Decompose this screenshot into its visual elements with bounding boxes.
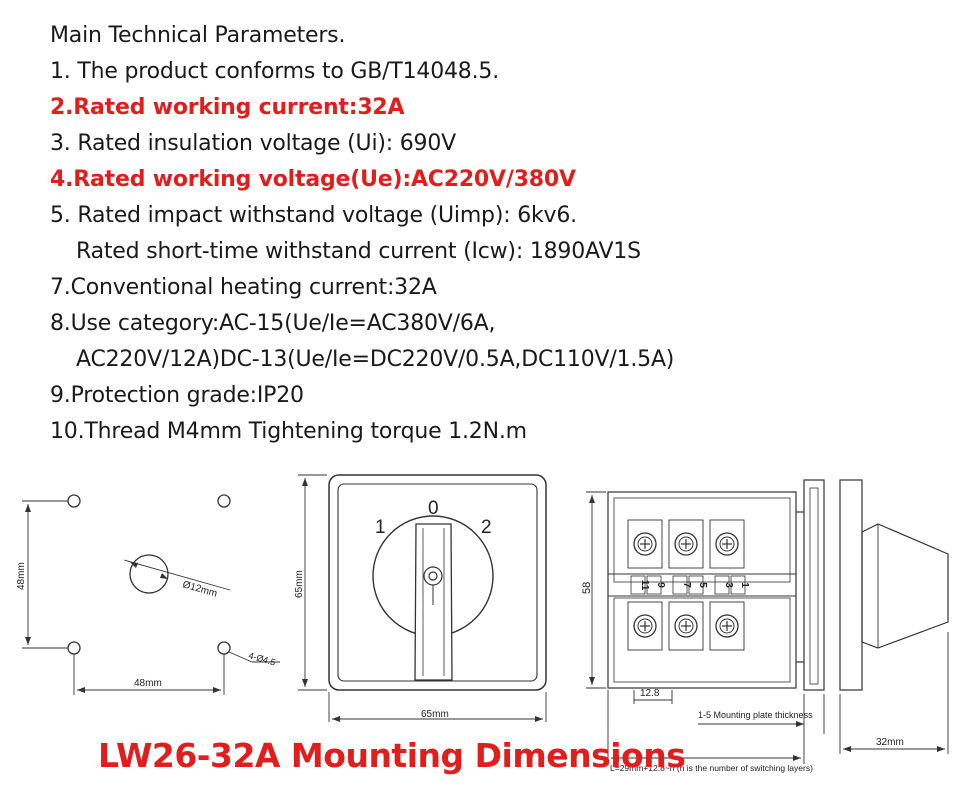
terminal-number-box bbox=[646, 575, 662, 595]
position-2: 2 bbox=[481, 517, 492, 538]
terminal-number: 1 bbox=[739, 582, 750, 588]
position-1: 1 bbox=[375, 517, 386, 538]
width-dimension-label: 65mm bbox=[421, 709, 449, 720]
param-line: 2.Rated working current:32A bbox=[50, 95, 405, 120]
terminal-screw bbox=[668, 519, 704, 569]
terminal-screw bbox=[668, 601, 704, 651]
param-line: AC220V/12A)DC-13(Ue/Ie=DC220V/0.5A,DC110… bbox=[76, 347, 675, 372]
terminal-screws bbox=[627, 519, 745, 651]
terminal-number-box bbox=[672, 575, 688, 595]
handle-side bbox=[861, 523, 949, 649]
terminal-number-box bbox=[714, 575, 730, 595]
hole-bottom-right bbox=[217, 641, 231, 655]
terminal-screw bbox=[627, 519, 663, 569]
param-line: 1. The product conforms to GB/T14048.5. bbox=[50, 59, 499, 84]
param-list: 1. The product conforms to GB/T14048.5. 2… bbox=[50, 54, 930, 450]
knob-center-outer bbox=[423, 566, 443, 586]
param-line: 5. Rated impact withstand voltage (Uimp)… bbox=[50, 203, 577, 228]
param-line: Rated short-time withstand current (Icw)… bbox=[76, 239, 641, 264]
param-line: 10.Thread M4mm Tightening torque 1.2N.m bbox=[50, 419, 527, 444]
technical-parameters: Main Technical Parameters. 1. The produc… bbox=[50, 18, 930, 450]
param-line: 7.Conventional heating current:32A bbox=[50, 275, 437, 300]
terminal-number-box bbox=[730, 575, 746, 595]
params-heading: Main Technical Parameters. bbox=[50, 23, 346, 48]
terminal-number-box bbox=[688, 575, 704, 595]
terminal-number-box bbox=[630, 575, 646, 595]
hole-top-right bbox=[217, 494, 231, 508]
length-formula: L=29mm+12.8~n (n is the number of switch… bbox=[610, 763, 813, 773]
terminal-number: 5 bbox=[697, 582, 708, 588]
param-line: 9.Protection grade:IP20 bbox=[50, 383, 304, 408]
front-view-drawing: 0 1 2 65mm 65mm bbox=[294, 474, 547, 722]
pitch-dimension-label: 12.8 bbox=[640, 688, 660, 699]
depth-dimension-label: 32mm bbox=[876, 737, 904, 748]
terminal-number: 9 bbox=[655, 582, 666, 588]
terminal-number: 7 bbox=[681, 582, 692, 588]
mounting-plate bbox=[803, 479, 825, 691]
terminal-screw bbox=[627, 601, 663, 651]
terminal-number: 11 bbox=[639, 580, 650, 591]
height-dimension-label: 65mm bbox=[294, 570, 305, 598]
mounting-hole-drawing: 48mm 48mm Ø12mm 4-Ø4.5 bbox=[16, 494, 280, 695]
switch-body bbox=[607, 491, 797, 689]
param-line: 8.Use category:AC-15(Ue/Ie=AC380V/6A, bbox=[50, 311, 496, 336]
hole-top-left bbox=[67, 494, 81, 508]
corner-holes-label: 4-Ø4.5 bbox=[247, 650, 276, 667]
front-bezel bbox=[839, 479, 863, 691]
faceplate-inner bbox=[337, 483, 538, 682]
terminal-screw bbox=[709, 519, 745, 569]
center-hole-label: Ø12mm bbox=[181, 579, 218, 599]
terminal-screw bbox=[709, 601, 745, 651]
terminal-number: 3 bbox=[723, 582, 734, 588]
height-dimension-label: 48mm bbox=[16, 562, 27, 590]
width-dimension-label: 48mm bbox=[134, 678, 162, 689]
position-0: 0 bbox=[428, 498, 439, 519]
height-dimension-label: 58 bbox=[581, 582, 593, 594]
hole-bottom-left bbox=[67, 641, 81, 655]
knob-center-inner bbox=[428, 571, 438, 581]
faceplate-outer bbox=[328, 474, 547, 691]
mounting-dimensions-title: LW26-32A Mounting Dimensions bbox=[98, 736, 686, 775]
center-hole bbox=[129, 554, 169, 594]
param-line: 3. Rated insulation voltage (Ui): 690V bbox=[50, 131, 456, 156]
plate-thickness-label: 1-5 Mounting plate thickness bbox=[698, 710, 813, 720]
param-line: 4.Rated working voltage(Ue):AC220V/380V bbox=[50, 167, 576, 192]
